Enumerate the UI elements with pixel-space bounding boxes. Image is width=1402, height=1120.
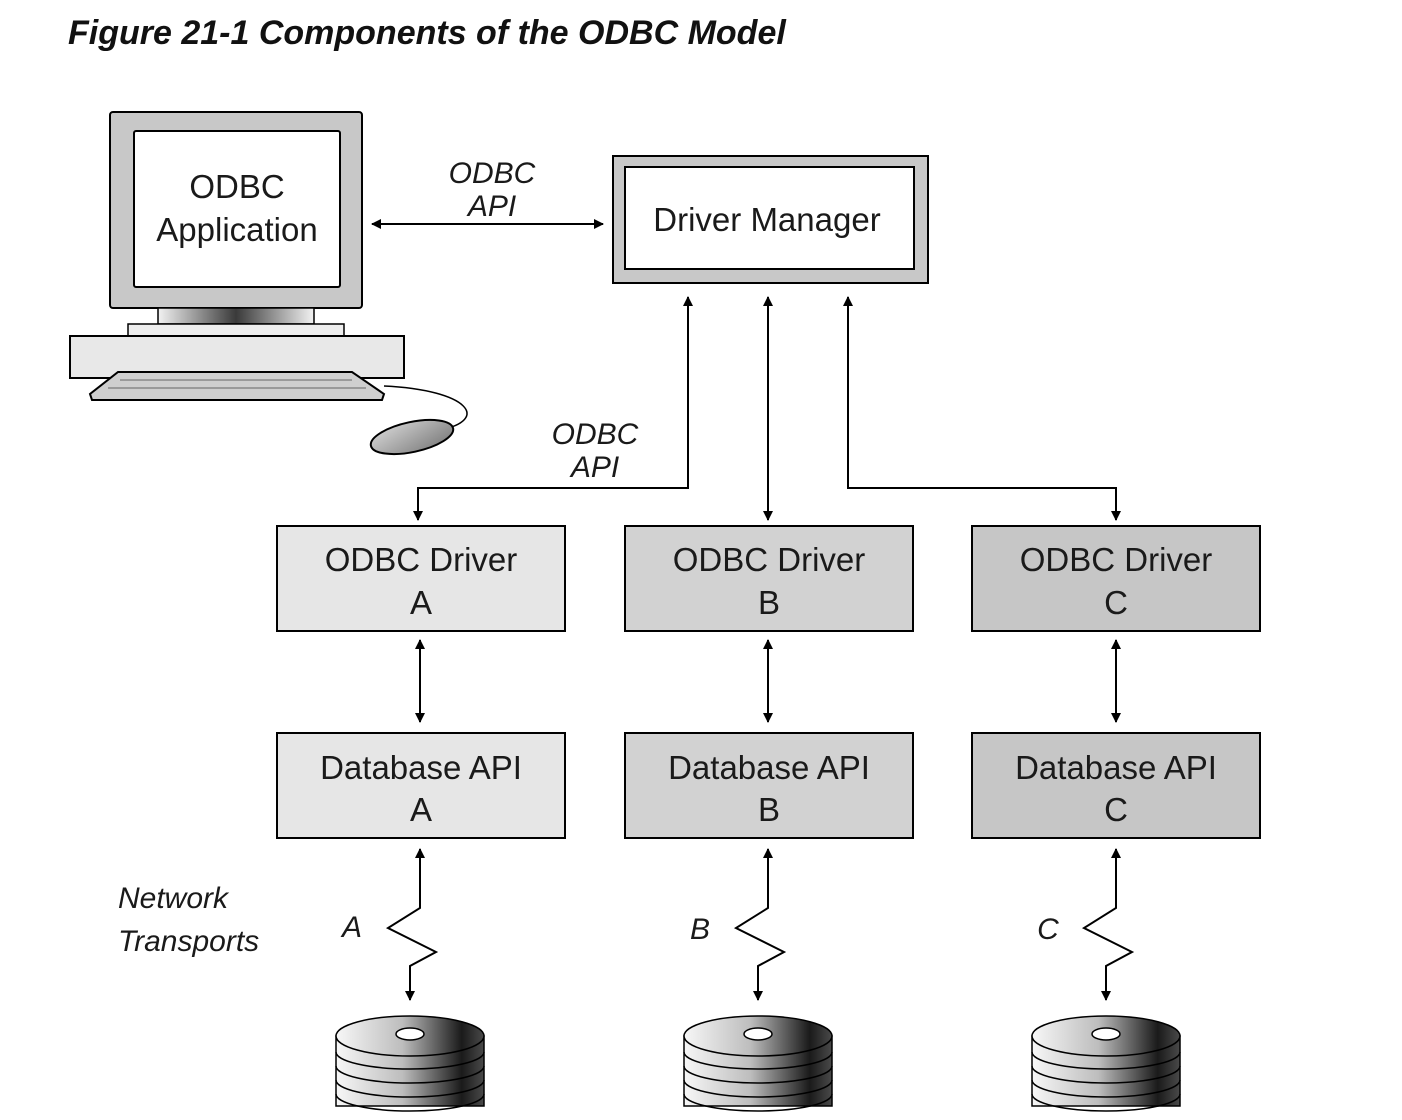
database-api-a-box xyxy=(276,732,566,839)
database-disk-icon xyxy=(1031,1015,1181,1112)
mouse xyxy=(369,418,455,456)
database-api-b-label-line2: B xyxy=(758,791,780,828)
transport-a-link xyxy=(385,848,439,1001)
figure-title: Figure 21-1 Components of the ODBC Model xyxy=(68,14,786,52)
application-label-line1: ODBC xyxy=(189,168,284,205)
odbc-driver-b-box xyxy=(624,525,914,632)
database-disk-icon xyxy=(683,1015,833,1112)
left-api-label-line2: API xyxy=(569,451,619,484)
monitor-screen xyxy=(133,130,341,288)
application-label-line2: Application xyxy=(156,211,317,248)
keyboard xyxy=(88,371,386,401)
database-api-a-label-line2: A xyxy=(410,791,432,828)
network-transport-icon xyxy=(1081,848,1135,1001)
manager-to-driver-c-arrow xyxy=(843,296,1121,521)
odbc-driver-a-box xyxy=(276,525,566,632)
odbc-driver-a-label-line2: A xyxy=(410,584,432,621)
database-api-b-box xyxy=(624,732,914,839)
transport-a-label: A xyxy=(340,911,362,944)
odbc-driver-b-label-line2: B xyxy=(758,584,780,621)
odbc-driver-b-label-line1: ODBC Driver xyxy=(673,541,866,578)
database-api-c-label-line2: C xyxy=(1104,791,1128,828)
database-api-b-label-line1: Database API xyxy=(668,749,870,786)
network-transport-icon xyxy=(733,848,787,1001)
top-api-label-line2: API xyxy=(466,190,516,223)
network-label-line2: Transports xyxy=(118,925,259,958)
database-api-a-label-line1: Database API xyxy=(320,749,522,786)
network-transport-icon xyxy=(385,848,439,1001)
transport-c-link xyxy=(1081,848,1135,1001)
network-label-line1: Network xyxy=(118,882,230,915)
transport-c-label: C xyxy=(1037,913,1059,946)
top-api-label-line1: ODBC xyxy=(449,157,536,190)
odbc-driver-c-label-line1: ODBC Driver xyxy=(1020,541,1213,578)
driver-manager-label: Driver Manager xyxy=(653,201,880,238)
monitor-stand xyxy=(157,307,315,325)
database-disk-icon xyxy=(335,1015,485,1112)
odbc-driver-a-label-line1: ODBC Driver xyxy=(325,541,518,578)
computer-icon xyxy=(69,111,468,456)
database-api-c-label-line1: Database API xyxy=(1015,749,1217,786)
transport-b-label: B xyxy=(690,913,710,946)
transport-b-link xyxy=(733,848,787,1001)
left-api-label-line1: ODBC xyxy=(552,418,639,451)
manager-to-driver-a-arrow xyxy=(413,296,693,521)
database-api-c-box xyxy=(971,732,1261,839)
odbc-driver-c-label-line2: C xyxy=(1104,584,1128,621)
odbc-driver-c-box xyxy=(971,525,1261,632)
